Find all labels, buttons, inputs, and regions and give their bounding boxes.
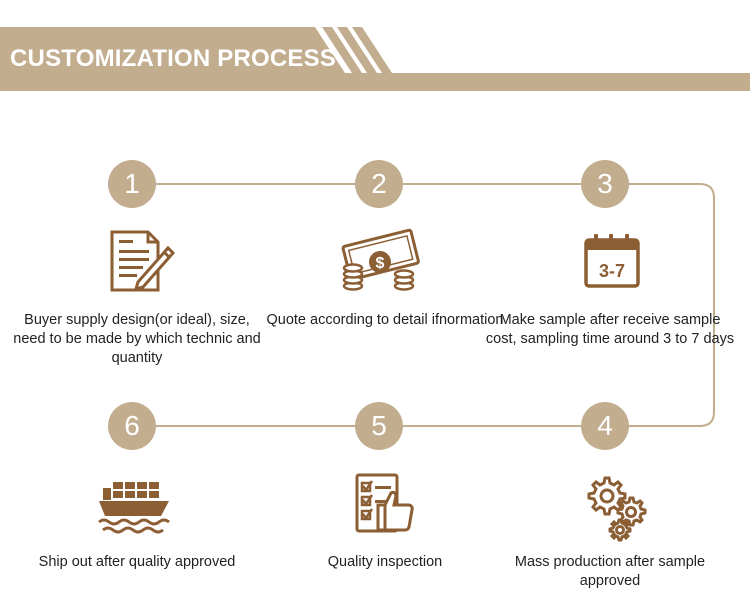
- step-text-3: Make sample after receive sample cost, s…: [485, 312, 735, 347]
- step-text-4: Mass production after sample approved: [514, 554, 706, 589]
- calendar-label: 3-7: [599, 261, 625, 281]
- svg-text:$: $: [376, 255, 385, 272]
- gears-icon: [575, 468, 655, 548]
- step-number-6: 6: [108, 402, 156, 450]
- step-text-1: Buyer supply design(or ideal), size, nee…: [13, 312, 261, 366]
- step-text-5: Quality inspection: [327, 554, 443, 570]
- step-number-1: 1: [108, 160, 156, 208]
- quality-checklist-icon: [345, 465, 425, 545]
- calendar-icon: 3-7: [572, 222, 652, 302]
- step-text-6: Ship out after quality approved: [38, 554, 236, 570]
- step-number-2: 2: [355, 160, 403, 208]
- step-text-2: Quote according to detail ifnormation: [266, 312, 504, 328]
- step-number-3: 3: [581, 160, 629, 208]
- cargo-ship-icon: [95, 468, 175, 548]
- step-number-4: 4: [581, 402, 629, 450]
- page-title: CUSTOMIZATION PROCESS: [10, 45, 336, 72]
- document-pen-icon: [102, 222, 182, 302]
- step-number-5: 5: [355, 402, 403, 450]
- money-coins-icon: $: [340, 222, 420, 302]
- header-banner-shape: [0, 27, 750, 91]
- header-banner: [0, 27, 750, 91]
